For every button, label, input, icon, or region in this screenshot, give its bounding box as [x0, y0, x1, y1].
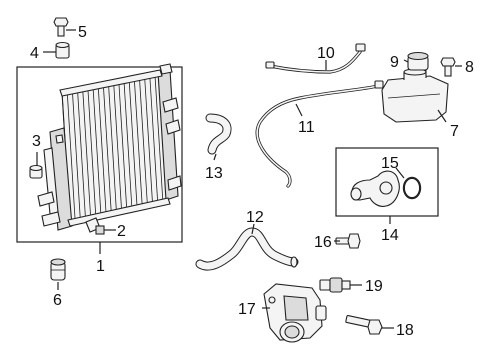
part-8-bolt — [440, 57, 456, 77]
callout-1: 1 — [96, 258, 105, 275]
part-2-sensor — [85, 217, 105, 235]
callout-13: 13 — [205, 165, 223, 182]
part-15-seal — [402, 176, 422, 200]
part-16-bolt — [335, 233, 361, 249]
callout-7: 7 — [450, 123, 459, 140]
callout-6: 6 — [53, 292, 62, 309]
part-6-isolator — [50, 258, 66, 281]
part-18-bolt — [345, 315, 383, 335]
callout-5: 5 — [78, 24, 87, 41]
callout-17: 17 — [238, 301, 256, 318]
part-10-vent-tube — [265, 43, 366, 74]
part-13-hose — [205, 113, 232, 155]
callout-16: 16 — [314, 234, 332, 251]
part-17-coolant-housing — [263, 283, 327, 343]
leader-lines — [36, 29, 462, 329]
callout-14: 14 — [381, 227, 399, 244]
callout-9: 9 — [390, 54, 399, 71]
callout-labels: 1 2 3 4 5 6 7 8 9 10 11 12 13 14 15 16 1… — [30, 24, 474, 339]
part-5-bolt — [53, 17, 69, 37]
callout-11: 11 — [298, 119, 315, 136]
callout-15: 15 — [381, 155, 399, 172]
radiator — [37, 63, 182, 231]
callout-18: 18 — [396, 322, 414, 339]
callout-10: 10 — [317, 45, 335, 62]
callout-2: 2 — [117, 223, 126, 240]
part-12-hose — [195, 227, 299, 271]
callout-3: 3 — [32, 133, 41, 150]
callout-8: 8 — [465, 59, 474, 76]
part-3-drain-plug — [29, 164, 43, 179]
thermostat-box — [335, 147, 439, 217]
part-7-coolant-reservoir — [381, 68, 449, 123]
part-9-reservoir-cap — [407, 51, 429, 71]
part-4-bushing — [55, 41, 70, 59]
part-11-overflow-tube — [255, 80, 384, 188]
thermostat-housing — [350, 170, 400, 207]
callout-4: 4 — [30, 45, 39, 62]
part-19-sensor — [319, 277, 351, 293]
callout-12: 12 — [246, 209, 264, 226]
callout-19: 19 — [365, 278, 383, 295]
